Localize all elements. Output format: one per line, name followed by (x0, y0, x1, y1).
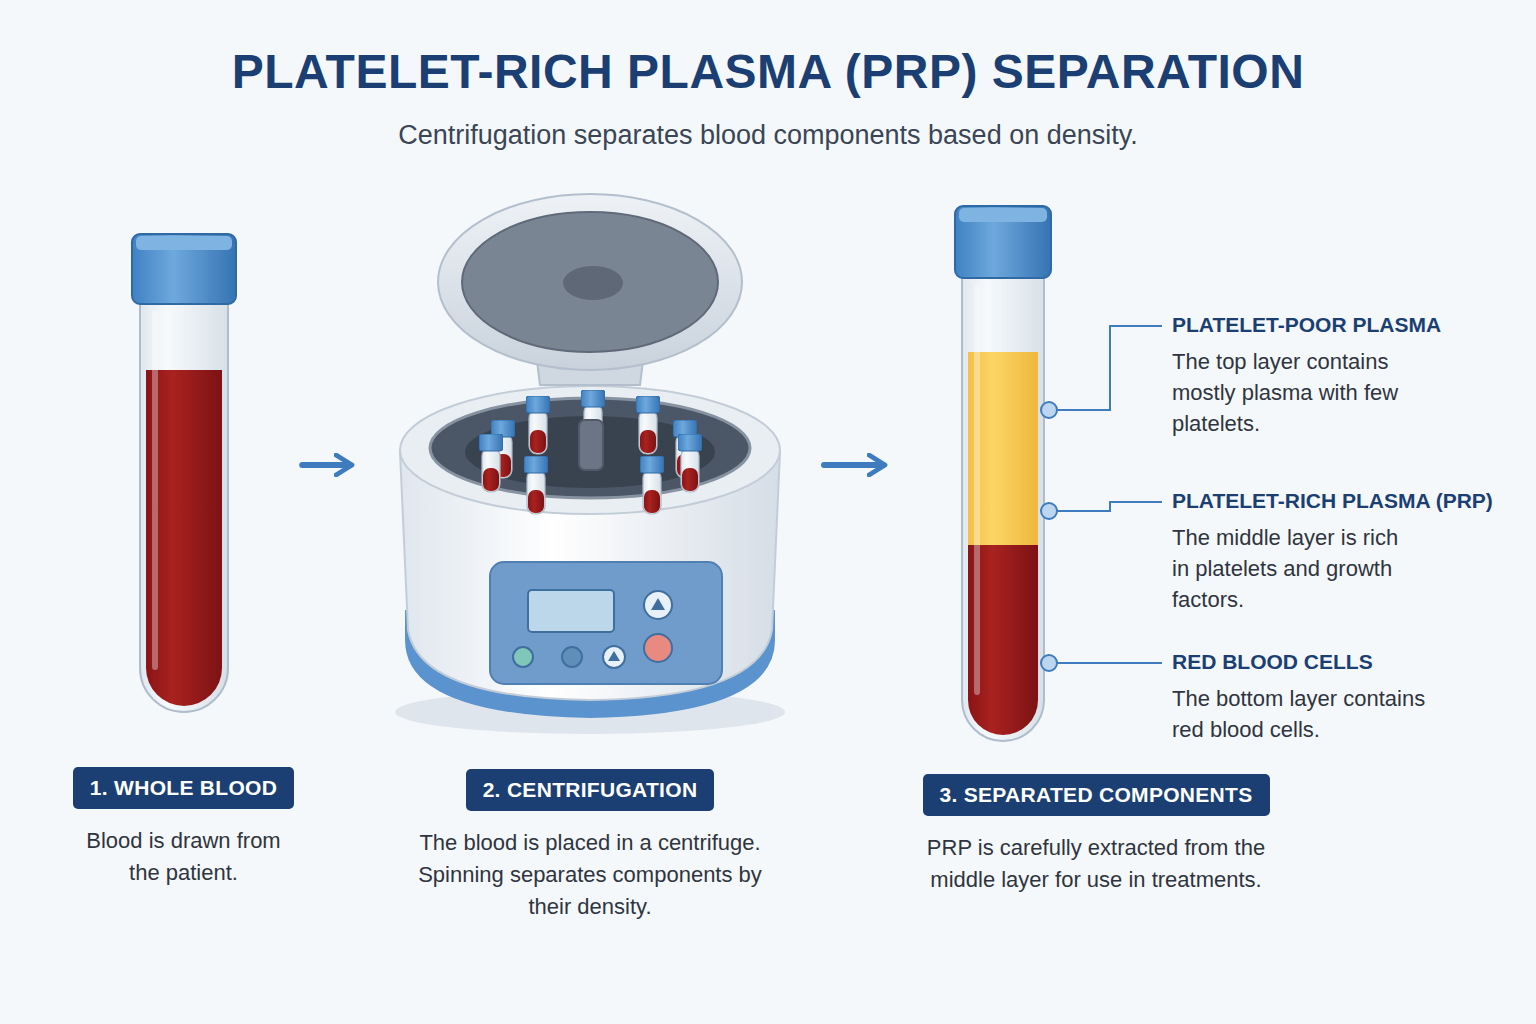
rotor-tube (636, 396, 660, 454)
layer-heading: PLATELET-POOR PLASMA (1172, 313, 1441, 337)
centrifuge-rim (400, 386, 780, 514)
control-panel (490, 562, 722, 684)
layer-description: The top layer contains mostly plasma wit… (1172, 346, 1417, 439)
rotor-spindle (579, 420, 603, 470)
rotor-plate (465, 416, 715, 488)
step-description: PRP is carefully extracted from the midd… (926, 832, 1266, 896)
separated-tube (955, 206, 1051, 741)
leader-line (1057, 662, 1162, 664)
leader-dot (1041, 503, 1057, 519)
leader-dot (1041, 402, 1057, 418)
step-badge: 1. WHOLE BLOOD (73, 767, 294, 809)
step-column: 3. SEPARATED COMPONENTS PRP is carefully … (893, 230, 1299, 896)
title: PLATELET-RICH PLASMA (PRP) SEPARATION (0, 44, 1536, 99)
centrifuge-lid (438, 194, 742, 370)
lid-inner (462, 212, 718, 352)
rotor-tube (524, 456, 548, 514)
flow-arrow (302, 462, 350, 468)
rotor-tube (678, 434, 702, 492)
centrifuge (395, 194, 785, 734)
step-column: 1. WHOLE BLOOD Blood is drawn from the pa… (69, 230, 298, 889)
whole-blood-tube (132, 234, 236, 712)
tube-cap (132, 234, 236, 304)
glass-shine (152, 310, 158, 670)
control-button (603, 646, 625, 668)
cap-rim (959, 208, 1047, 222)
control-button (644, 634, 672, 662)
flow-arrow (824, 462, 883, 468)
tube-glass (140, 295, 228, 712)
leader-line (1057, 326, 1162, 410)
display-screen (528, 590, 614, 632)
control-button (513, 647, 533, 667)
button-arrow (608, 651, 620, 661)
subtitle: Centrifugation separates blood component… (0, 120, 1536, 151)
step-description: Blood is drawn from the patient. (84, 825, 284, 889)
cap-rim (136, 236, 232, 250)
step-badge: 3. SEPARATED COMPONENTS (923, 774, 1270, 816)
lid-knob (563, 266, 623, 300)
tube-cap (955, 206, 1051, 278)
glass-shine (974, 285, 980, 695)
rotor-tube (479, 434, 503, 492)
layer-heading: PLATELET-RICH PLASMA (PRP) (1172, 489, 1493, 513)
leader-dots (1041, 402, 1057, 671)
rotor-tube (526, 396, 550, 454)
control-button (644, 591, 672, 619)
layer-description: The middle layer is rich in platelets an… (1172, 522, 1417, 615)
rotor-tubes (479, 434, 702, 514)
layer-description: The bottom layer contains red blood cell… (1172, 683, 1442, 745)
tube-glass (962, 270, 1044, 741)
step-column: 2. CENTRIFUGATION The blood is placed in … (360, 230, 820, 923)
step-badge: 2. CENTRIFUGATION (466, 769, 715, 811)
leader-line (1057, 502, 1162, 511)
control-button (562, 647, 582, 667)
leader-dot (1041, 655, 1057, 671)
layer-heading: RED BLOOD CELLS (1172, 650, 1373, 674)
leader-lines (1057, 326, 1162, 663)
rotor-tube (640, 456, 664, 514)
button-arrow (651, 598, 665, 610)
rotor-tubes (491, 390, 697, 478)
step-description: The blood is placed in a centrifuge. Spi… (410, 827, 770, 923)
